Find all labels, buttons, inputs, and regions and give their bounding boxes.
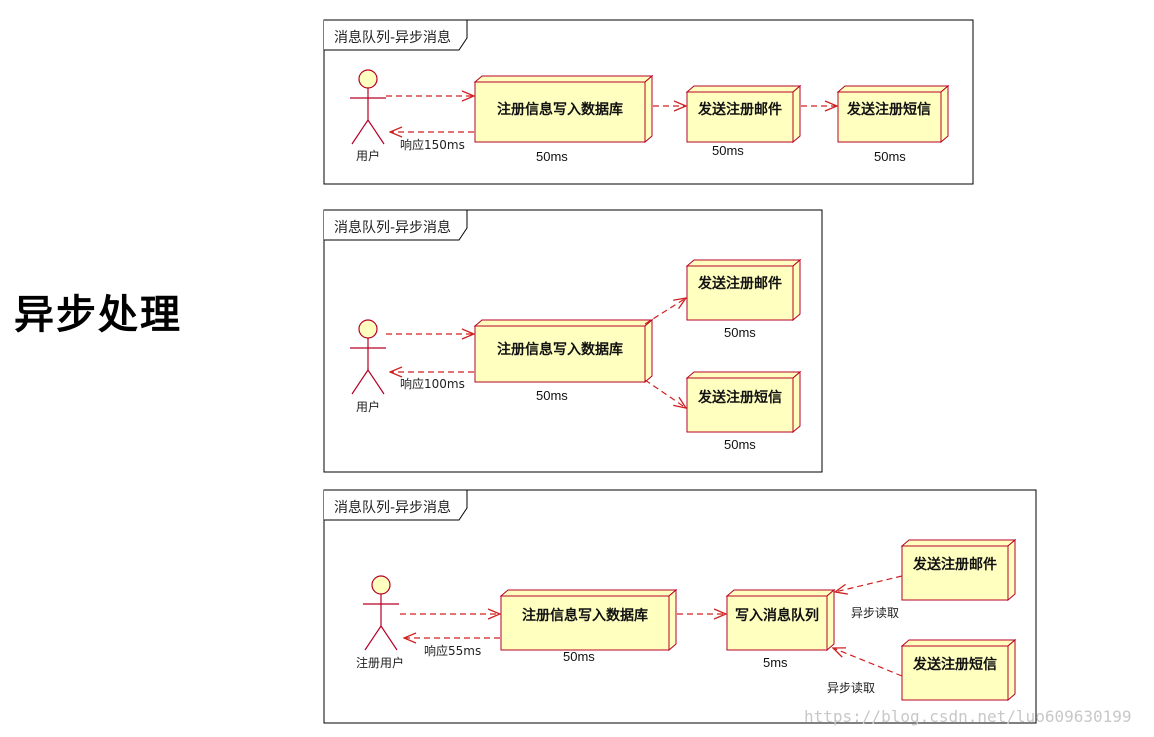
d3-response-label: 响应55ms <box>424 643 481 658</box>
d1-node-db-label: 注册信息写入数据库 <box>497 101 623 118</box>
d2-node-email-label: 发送注册邮件 <box>697 275 782 292</box>
diagram-3: 消息队列-异步消息 注册用户 注册信息写入数据库 写入消息队列 发送注册邮件 <box>323 489 1037 724</box>
actor-2 <box>350 319 386 395</box>
d3-async-label-email: 异步读取 <box>851 606 899 620</box>
actor-1 <box>350 69 386 145</box>
d3-node-email <box>900 538 1017 602</box>
d2-time-sms: 50ms <box>724 437 756 452</box>
d1-response-label: 响应150ms <box>400 137 465 152</box>
actor-1-head <box>358 69 378 89</box>
frame-3-tab <box>324 489 468 521</box>
d2-time-db: 50ms <box>536 388 568 403</box>
d2-response-label: 响应100ms <box>400 376 465 391</box>
d3-node-db <box>499 588 678 652</box>
d1-node-db <box>473 74 654 144</box>
actor-3 <box>363 575 399 651</box>
d2-time-email: 50ms <box>724 325 756 340</box>
d3-node-queue-label: 写入消息队列 <box>735 607 819 624</box>
diagram-2: 消息队列-异步消息 用户 注册信息写入数据库 发送注册邮件 发送注册短信 <box>323 209 823 473</box>
d2-arrow-db-email <box>644 298 686 325</box>
watermark: https://blog.csdn.net/luo609630199 <box>804 707 1132 726</box>
frame-2-tab <box>324 209 468 241</box>
frame-1-tab <box>324 19 468 51</box>
actor-2-label: 用户 <box>356 399 380 414</box>
d2-node-sms <box>685 370 802 434</box>
page-title: 异步处理 <box>14 292 182 338</box>
d1-node-email-label: 发送注册邮件 <box>697 101 782 118</box>
d2-node-db-label: 注册信息写入数据库 <box>497 341 623 358</box>
frame-3-label: 消息队列-异步消息 <box>334 499 451 516</box>
d3-arrow-email-read <box>835 575 903 592</box>
d1-time-sms: 50ms <box>874 149 906 164</box>
d1-time-email: 50ms <box>712 143 744 158</box>
d2-node-db <box>473 318 654 384</box>
d3-node-sms-label: 发送注册短信 <box>912 656 997 673</box>
frame-2-label: 消息队列-异步消息 <box>334 219 451 236</box>
d3-node-sms <box>900 638 1017 702</box>
diagram-1: 消息队列-异步消息 用户 注册信息写入数据库 发送注册邮件 发送 <box>323 19 974 185</box>
actor-3-label: 注册用户 <box>356 655 404 670</box>
d3-time-db: 50ms <box>563 649 595 664</box>
d3-async-label-sms: 异步读取 <box>827 681 875 695</box>
d2-node-sms-label: 发送注册短信 <box>697 389 782 406</box>
d3-node-email-label: 发送注册邮件 <box>912 556 997 573</box>
d1-node-email <box>685 84 802 144</box>
d3-time-queue: 5ms <box>763 655 788 670</box>
actor-1-label: 用户 <box>356 148 380 163</box>
d1-node-sms <box>836 84 950 144</box>
d3-node-db-label: 注册信息写入数据库 <box>522 607 648 624</box>
d3-node-queue <box>725 588 836 652</box>
d3-arrow-sms-read <box>833 648 903 677</box>
frame-1-label: 消息队列-异步消息 <box>334 29 451 46</box>
d2-node-email <box>685 258 802 322</box>
d1-time-db: 50ms <box>536 149 568 164</box>
d1-node-sms-label: 发送注册短信 <box>846 101 931 118</box>
d2-arrow-db-sms <box>644 379 686 408</box>
